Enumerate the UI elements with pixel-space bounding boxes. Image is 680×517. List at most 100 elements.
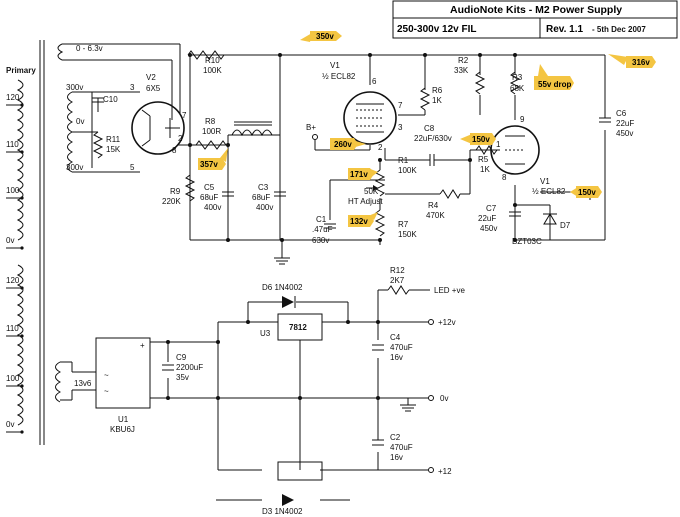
mains-transformer: Primary 120 110 100 0v 120 110 100 0v 0 …: [6, 40, 103, 445]
c5-value: 68uF: [200, 193, 218, 202]
c4-label: C4: [390, 333, 401, 342]
plus12-label: +12v: [438, 318, 456, 327]
r8-label: R8: [205, 117, 216, 126]
r6-resistor: R6 1K: [419, 86, 443, 111]
c4-volt: 16v: [390, 353, 403, 362]
cut-plus12-label: +12: [438, 467, 452, 476]
c9-label: C9: [176, 353, 187, 362]
c9-value: 2200uF: [176, 363, 203, 372]
heater-label: 0 - 6.3v: [76, 44, 103, 53]
r2-resistor: R2 33K: [454, 56, 486, 95]
c9-volt: 35v: [176, 373, 189, 382]
r7-value: 150K: [398, 230, 417, 239]
annotation-316v: 316v: [608, 54, 656, 68]
bridge-tilde-2: ~: [104, 387, 109, 396]
pin9-label: 9: [520, 115, 525, 124]
adjust-label: HT Adjust: [348, 197, 383, 206]
v1-triode-tube: 9 1 8 V1 ½ ECL82: [490, 115, 566, 196]
c7-value: 22uF: [478, 214, 496, 223]
cut-bottom-label: D3 1N4002: [262, 507, 303, 516]
r9-resistor: R9 220K: [162, 174, 196, 206]
annotation-55v-text: 55v drop: [538, 80, 571, 89]
c6-label: C6: [616, 109, 627, 118]
r12-value: 2K7: [390, 276, 405, 285]
r7-resistor: R7 150K: [374, 209, 417, 239]
choke-inductor: [231, 121, 273, 137]
v1-bot-label: V1: [540, 177, 550, 186]
d7-zener: D7 BZT03C: [512, 213, 571, 246]
bridge-tilde-1: ~: [104, 371, 109, 380]
reg-label: 7812: [289, 323, 307, 332]
c4-capacitor: C4 470uF 16v: [372, 333, 413, 362]
annotation-357v-text: 357v: [200, 160, 218, 169]
c10-label: C10: [103, 95, 118, 104]
c8-capacitor: C8 22uF/630v: [414, 124, 452, 166]
cut-off-duplicate: +12 D3 1N4002: [262, 461, 452, 516]
tap-100a: 100: [6, 186, 20, 195]
c3-label: C3: [258, 183, 269, 192]
annotation-132v: 132v: [348, 212, 378, 227]
r10-resistor: R10 100K: [187, 50, 225, 75]
u3-label: U3: [260, 329, 271, 338]
plus12v-terminal: +12v: [428, 318, 456, 327]
r10-label: R10: [205, 56, 220, 65]
v2-pin2: 2: [178, 134, 183, 143]
zero-volt-terminal: 0v: [428, 394, 448, 403]
v2-type: 6X5: [146, 84, 161, 93]
annotation-171v: 171v: [348, 168, 378, 180]
tap-100b: 100: [6, 374, 20, 383]
r4-label: R4: [428, 201, 439, 210]
c3-capacitor: C3 68uF 400v: [252, 183, 286, 212]
v1-bot-type: ½ ECL82: [532, 187, 566, 196]
c5-volt: 400v: [204, 203, 221, 212]
pin1-label: 1: [496, 140, 501, 149]
r10-value: 100K: [203, 66, 222, 75]
v1-pentode-tube: V1 ½ ECL82 6 7 3 2: [322, 61, 403, 152]
r11-value: 15K: [106, 145, 121, 154]
annotation-150v-a: 150v: [460, 133, 496, 145]
r11-resistor: R11 15K: [92, 131, 121, 159]
c7-volt: 450v: [480, 224, 497, 233]
annotation-171v-text: 171v: [350, 170, 368, 179]
v2-pin5: 5: [130, 163, 135, 172]
junction-dots: [166, 53, 517, 400]
annotation-350v-text: 350v: [316, 32, 334, 41]
d7-type: BZT03C: [512, 237, 542, 246]
tap-110b: 110: [6, 324, 19, 333]
primary-label: Primary: [6, 66, 36, 75]
zero-label: 0v: [440, 394, 448, 403]
title-block: AudioNote Kits - M2 Power Supply 250-300…: [392, 0, 678, 39]
r3-label: R3: [512, 73, 523, 82]
v2-label: V2: [146, 73, 156, 82]
r4-value: 470K: [426, 211, 445, 220]
ground-symbol-hv: [274, 257, 290, 265]
rev-date: - 5th Dec 2007: [592, 25, 646, 34]
c6-capacitor: C6 22uF 450v: [599, 109, 634, 138]
v1-top-label: V1: [330, 61, 340, 70]
hv-tap-300b: 300v: [66, 163, 83, 172]
r2-label: R2: [458, 56, 469, 65]
r6-label: R6: [432, 86, 443, 95]
c1-value: .47uF: [312, 225, 333, 234]
title: AudioNote Kits - M2 Power Supply: [450, 4, 622, 16]
bplus-label: B+: [306, 123, 316, 132]
annotation-150v-b: 150v: [570, 186, 602, 198]
r3-resistor: R3 68K: [509, 71, 525, 95]
r1-value: 100K: [398, 166, 417, 175]
c5-label: C5: [204, 183, 215, 192]
d6-diode: D6 1N4002: [262, 283, 303, 308]
c10-capacitor: C10: [92, 95, 118, 112]
annotation-357v: 357v: [198, 148, 228, 170]
revision: Rev. 1.1: [546, 24, 583, 35]
r2-value: 33K: [454, 66, 469, 75]
v1-pin2: 2: [378, 143, 383, 152]
r12-resistor: R12 2K7 LED +ve: [387, 266, 465, 295]
hv-tap-0: 0v: [76, 117, 84, 126]
lv-wiring: [60, 289, 428, 501]
v2-pin7: 7: [182, 111, 187, 120]
bridge-plus: +: [140, 341, 145, 350]
annotation-260v-text: 260v: [334, 140, 352, 149]
r9-value: 220K: [162, 197, 181, 206]
pin8-label: 8: [502, 173, 507, 182]
